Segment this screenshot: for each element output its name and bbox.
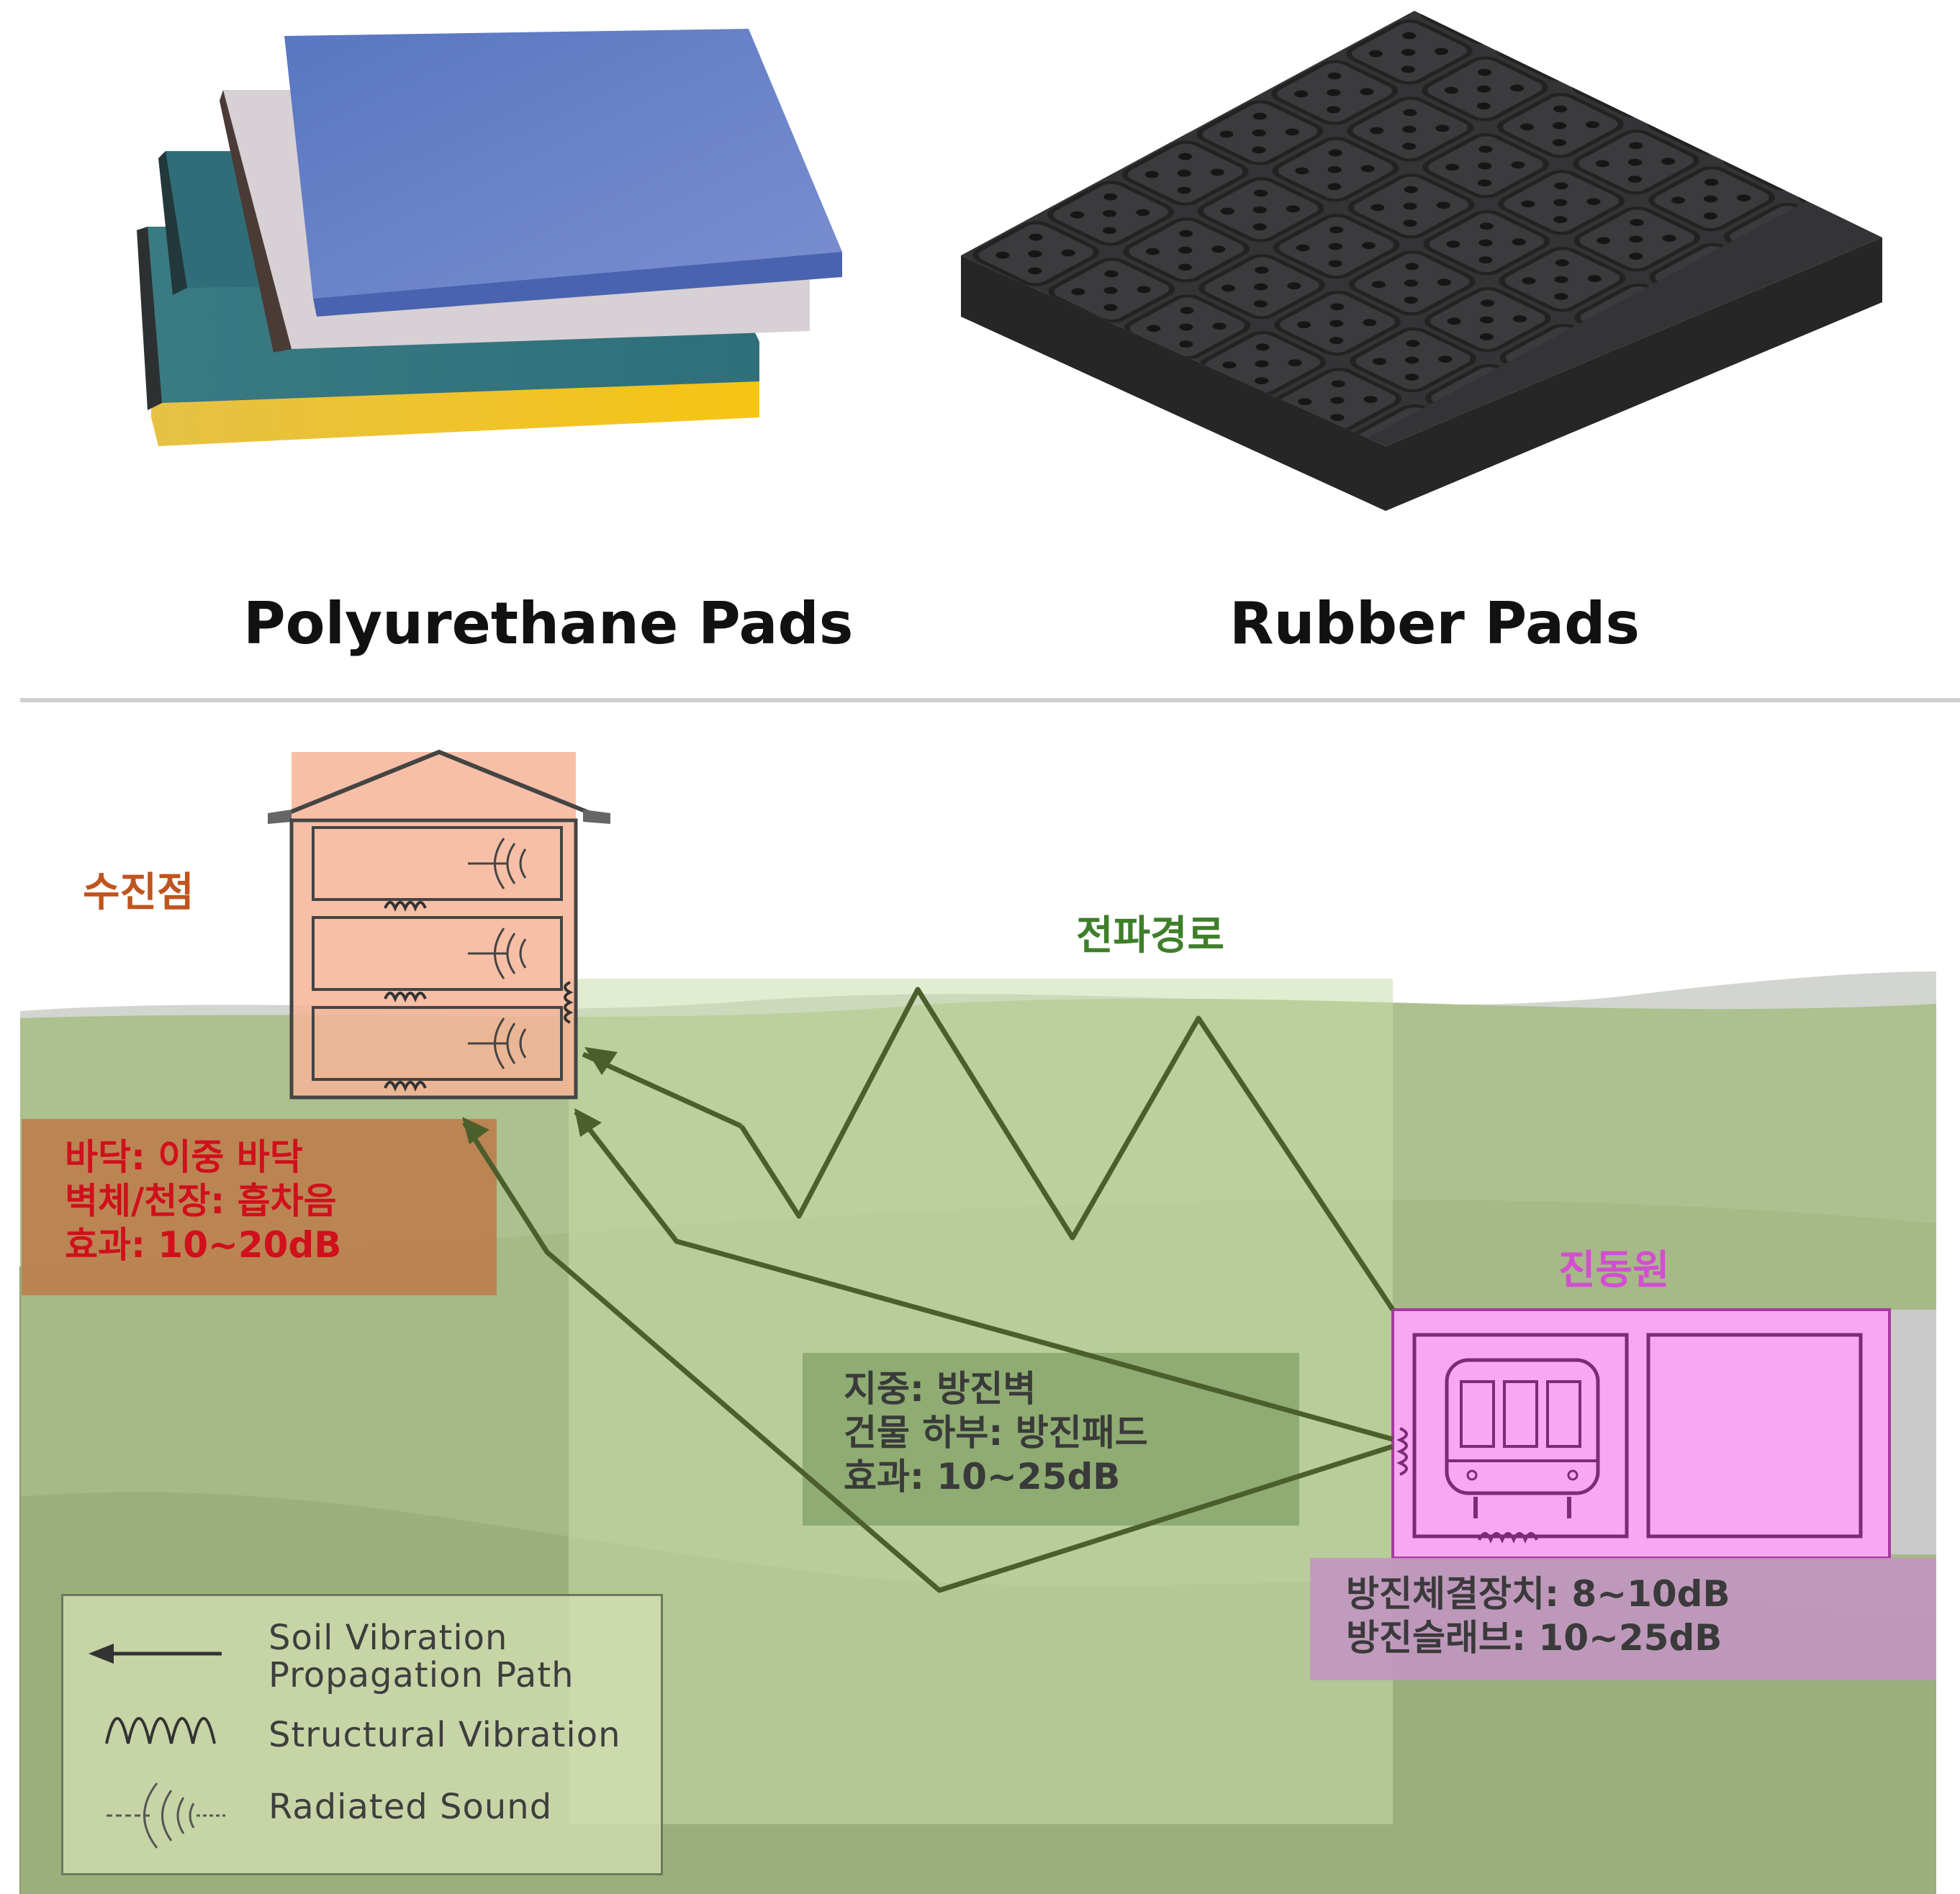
path-info-line: 지중: 방진벽: [844, 1368, 1037, 1410]
path-info-line: 효과: 10~25dB: [844, 1456, 1121, 1497]
receiver-info-line: 벽체/천장: 흡차음: [65, 1180, 337, 1222]
source-info-text: 방진체결장치: 8~10dB 방진슬래브: 10~25dB: [1346, 1572, 1730, 1660]
rubber-pads-caption: Rubber Pads: [1229, 590, 1640, 657]
source-highlight: [1391, 1308, 1891, 1559]
train-icon: [1445, 1358, 1600, 1495]
path-info-line: 건물 하부: 방진패드: [844, 1412, 1148, 1454]
arrowhead-1: [584, 1047, 618, 1075]
arrowhead-3: [462, 1117, 489, 1144]
polyurethane-pads-caption: Polyurethane Pads: [243, 590, 854, 657]
receiver-info-line: 효과: 10~20dB: [65, 1224, 342, 1266]
path-info-box: [803, 1353, 1299, 1526]
path-middle: [574, 1110, 1394, 1442]
legend-soil-line1: Soil Vibration: [268, 1618, 508, 1658]
rubber-pads-illustration: [961, 11, 1882, 511]
source-info-line: 방진체결장치: 8~10dB: [1346, 1573, 1730, 1615]
path-label: 전파경로: [1076, 912, 1225, 959]
arrowhead-2: [574, 1108, 602, 1137]
building-roof: [268, 749, 610, 823]
source-info-line: 방진슬래브: 10~25dB: [1346, 1617, 1722, 1659]
legend: Soil Vibration Propagation Path Structur…: [61, 1594, 663, 1875]
receiver-label: 수진점: [83, 869, 194, 916]
legend-soil-line2: Propagation Path: [268, 1655, 574, 1695]
receiver-info-line: 바닥: 이중 바닥: [65, 1136, 303, 1178]
arrow-left-icon: [89, 1644, 222, 1664]
receiver-info-box: [22, 1119, 497, 1295]
polyurethane-pads-illustration: [137, 29, 842, 446]
sound-icon: [107, 1782, 225, 1849]
wave-icon: [105, 1717, 216, 1744]
receiver-info-text: 바닥: 이중 바닥 벽체/천장: 흡차음 효과: 10~20dB: [65, 1136, 341, 1267]
section-divider: [20, 698, 1960, 702]
path-info-text: 지중: 방진벽 건물 하부: 방진패드 효과: 10~25dB: [844, 1367, 1148, 1499]
path-direct-upper: [582, 1051, 743, 1129]
legend-radiated: Radiated Sound: [268, 1787, 553, 1827]
source-label: 진동원: [1558, 1247, 1670, 1294]
legend-structural: Structural Vibration: [268, 1715, 621, 1755]
vibration-path-diagram: [19, 749, 1936, 1894]
building-highlight: [292, 752, 576, 1097]
path-surface-zigzag: [739, 987, 1395, 1311]
tunnel-wall-right: [1889, 1310, 1936, 1554]
path-deep: [462, 1121, 1394, 1593]
source-info-box: [1310, 1558, 1936, 1680]
